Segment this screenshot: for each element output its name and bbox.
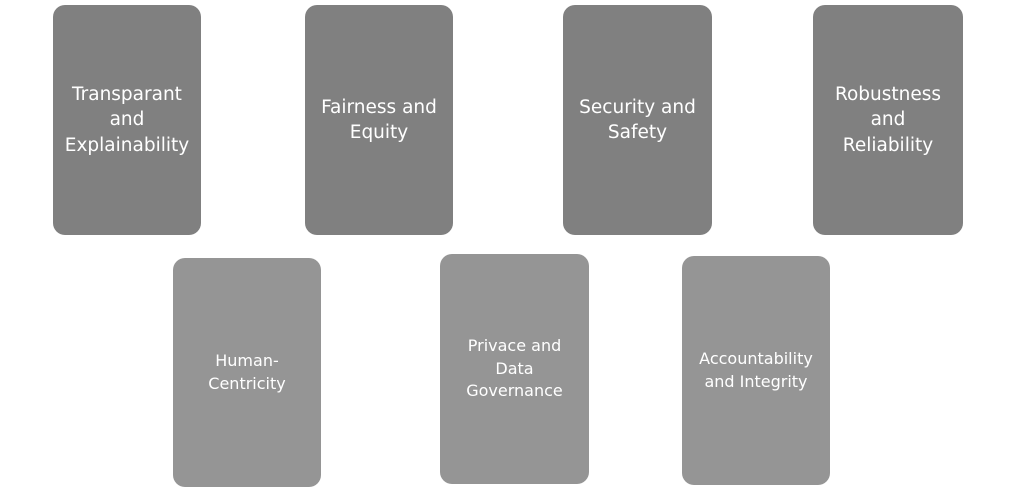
card-robustness-reliability: Robustness and Reliability [813,5,963,235]
card-security-safety: Security and Safety [563,5,712,235]
card-label: Transparant and Explainability [64,83,190,156]
card-label: Human- Centricity [208,351,286,393]
card-human-centricity: Human- Centricity [173,258,321,487]
card-label: Accountability and Integrity [699,349,813,391]
card-accountability-integrity: Accountability and Integrity [682,256,830,485]
card-label: Fairness and Equity [321,96,437,144]
card-transparency-explainability: Transparant and Explainability [53,5,201,235]
card-privacy-data-governance: Privace and Data Governance [440,254,589,484]
card-label: Security and Safety [579,96,696,144]
card-label: Robustness and Reliability [834,83,942,156]
card-label: Privace and Data Governance [466,336,563,401]
card-fairness-equity: Fairness and Equity [305,5,453,235]
